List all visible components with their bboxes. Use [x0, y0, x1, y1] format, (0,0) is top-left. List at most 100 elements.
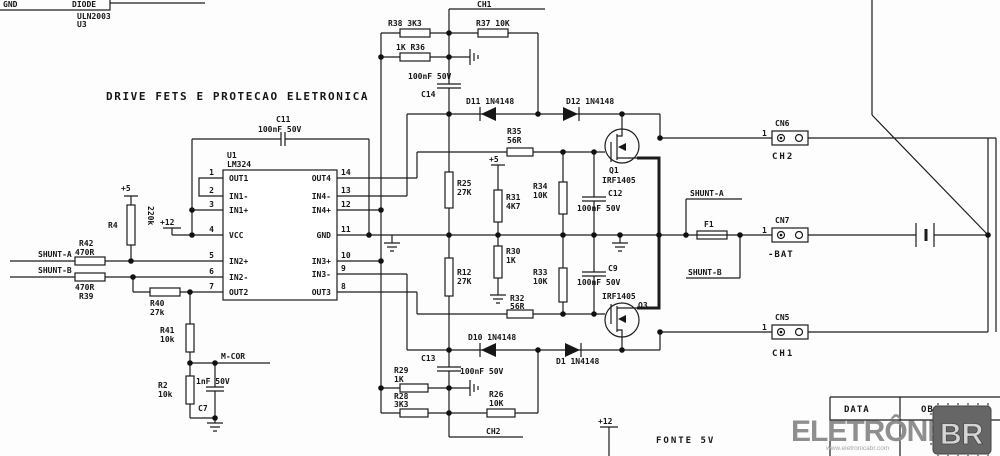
q1-source-wire: [637, 156, 661, 235]
cn7-net: -BAT: [768, 250, 794, 260]
pin-num-8: 8: [341, 282, 346, 291]
diode-d1-triangle: [565, 343, 580, 357]
pin-num-2: 2: [209, 186, 214, 195]
ground-symbol-pin11: [384, 235, 400, 252]
c9-ref: C9: [608, 264, 618, 273]
pin-name-in3m: IN3-: [312, 270, 331, 279]
opamp-part: LM324: [227, 160, 251, 169]
q3-ref: Q3: [638, 301, 648, 310]
r41-val: 10k: [160, 335, 175, 344]
r40-val: 27k: [150, 308, 165, 317]
r25-val: 27K: [457, 188, 472, 197]
pin-num-14: 14: [341, 168, 351, 177]
resistor-r37-body: [477, 28, 509, 38]
mosfet-q3-arrow: [618, 315, 626, 323]
ground-symbol-bat: [612, 235, 628, 252]
resistor-r42-body: [74, 256, 106, 266]
resistor-r28-body: [399, 408, 429, 418]
net-mcor: M-COR: [221, 352, 245, 361]
pin-name-out1: OUT1: [229, 174, 248, 183]
cap-c12-plates: [582, 196, 606, 202]
cn5-pin1: 1: [762, 323, 767, 332]
corner-gnd-label: GND: [3, 0, 18, 9]
diode-d12-triangle: [563, 107, 578, 121]
pin-name-in1p: IN1+: [229, 206, 248, 215]
resistor-r25-body: [444, 171, 454, 209]
diode-d1: [565, 343, 582, 357]
ground-symbol-r36-side: [462, 49, 479, 65]
logo-chip-icon: [932, 405, 992, 455]
net-shunt-a-right: SHUNT-A: [690, 189, 724, 198]
corner-ref-label: U3: [77, 20, 87, 29]
d1-label: D1 1N4148: [556, 357, 600, 366]
fuse-f1: [696, 230, 728, 240]
r26-ref: R26: [489, 390, 504, 399]
connector-cn5: [771, 324, 809, 340]
pin-name-in3p: IN3+: [312, 257, 331, 266]
c13-val: 100nF 50V: [460, 367, 504, 376]
r37-label: R37 10K: [476, 19, 510, 28]
pin-name-out2: OUT2: [229, 288, 248, 297]
c12-val: 100nF 50V: [577, 204, 621, 213]
r29-ref: R29: [394, 366, 409, 375]
pin-name-out3: OUT3: [312, 288, 331, 297]
resistor-r33-body: [558, 267, 568, 303]
r2-val: 10k: [158, 390, 173, 399]
q3-source-wire: [637, 235, 661, 310]
c12-ref: C12: [608, 189, 623, 198]
pin-num-3: 3: [209, 200, 214, 209]
cap-c9-plates: [582, 271, 606, 277]
f1-label: F1: [704, 220, 714, 229]
d10-label: D10 1N4148: [468, 333, 516, 342]
pin-num-13: 13: [341, 186, 351, 195]
c9-val: 100nF 50V: [577, 278, 621, 287]
resistor-r35-body: [506, 147, 534, 157]
power-p5-left: +5: [121, 184, 131, 193]
mosfet-q1-arrow: [618, 143, 626, 151]
c11-ref: C11: [276, 115, 291, 124]
diode-d10-triangle: [481, 343, 496, 357]
cn6-name: CN6: [775, 119, 790, 128]
resistor-r32-body: [506, 309, 534, 319]
resistor-r26-body: [486, 408, 516, 418]
resistor-r2-body: [185, 375, 195, 405]
r35-val: 56R: [507, 136, 522, 145]
corner-part-label: ULN2003: [77, 12, 111, 21]
pin-name-vcc: VCC: [229, 231, 244, 240]
power-p12-bottom: +12: [598, 417, 613, 426]
connector-cn7-pin1-dot: [779, 233, 783, 237]
q1-ref: Q1: [609, 166, 619, 175]
connector-cn7-pin2-circle: [794, 230, 804, 240]
r33-ref: R33: [533, 268, 548, 277]
power-p5-mid: +5: [489, 155, 499, 164]
resistor-r4-body: [126, 204, 136, 246]
net-shunt-b-right: SHUNT-B: [688, 268, 722, 277]
r4-val: 220k: [146, 206, 155, 225]
c7-val: 1nF 50V: [196, 377, 230, 386]
r28-ref: R28: [394, 392, 409, 401]
net-shunt-a: SHUNT-A: [38, 250, 72, 259]
pin-name-in4m: IN4-: [312, 192, 331, 201]
pin-name-in1m: IN1-: [229, 192, 248, 201]
r26-val: 10K: [489, 399, 504, 408]
r30-ref: R30: [506, 247, 521, 256]
resistor-r34-body: [558, 181, 568, 215]
mosfet-q1: [604, 128, 640, 164]
r29-val: 1K: [394, 375, 404, 384]
pin-num-1: 1: [209, 168, 214, 177]
resistor-r40-body: [149, 287, 181, 297]
resistor-r36-body: [399, 52, 431, 62]
logo-url: www.eletronicabr.com: [825, 445, 889, 452]
pin-num-9: 9: [341, 264, 346, 273]
connector-cn5-pin1-circle: [776, 327, 786, 337]
r31-ref: R31: [506, 193, 521, 202]
pin-num-10: 10: [341, 251, 351, 260]
pin-num-5: 5: [209, 251, 214, 260]
pin-name-gnd: GND: [317, 231, 332, 240]
resistor-r29-body: [399, 383, 429, 393]
r36-label: 1K R36: [396, 43, 425, 52]
connector-cn5-pin2-circle: [794, 327, 804, 337]
r28-val: 3K3: [394, 400, 409, 409]
